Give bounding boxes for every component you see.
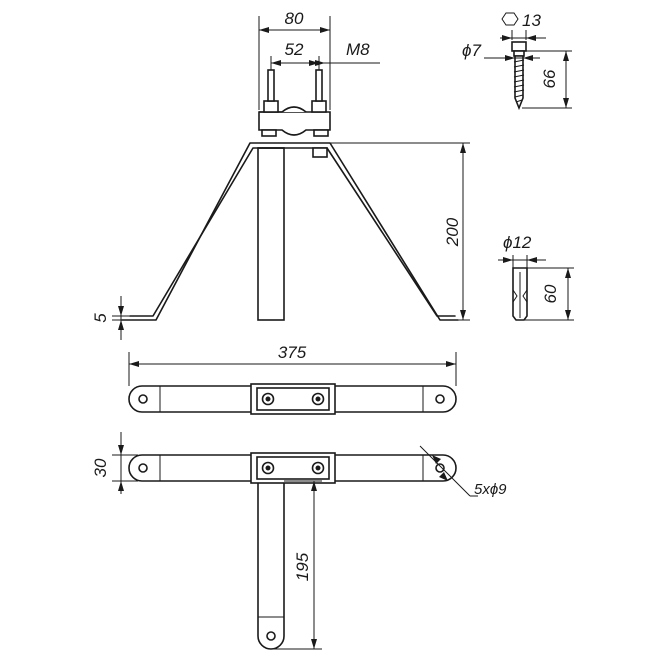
v-frame-outer bbox=[121, 142, 459, 321]
v-frame-inner bbox=[129, 147, 456, 317]
lag-diameter-label: ϕ7 bbox=[462, 41, 481, 60]
anchor-diameter-label: ϕ12 bbox=[503, 233, 532, 252]
hex-label: 13 bbox=[522, 11, 541, 30]
dim-52: 52 M8 bbox=[270, 40, 380, 70]
lag-screw-detail: 13 ϕ7 66 bbox=[462, 11, 572, 111]
u-bolt-leg bbox=[267, 69, 275, 102]
dim-80-label: 80 bbox=[285, 9, 304, 28]
screw-head bbox=[511, 41, 527, 52]
thread-label: M8 bbox=[346, 40, 370, 59]
hex-icon bbox=[501, 12, 519, 26]
mount-hole bbox=[435, 394, 445, 404]
front-elevation bbox=[121, 69, 459, 321]
plan-view-t: 30 5xϕ9 195 bbox=[91, 432, 507, 650]
anchor-detail: ϕ12 60 bbox=[498, 233, 574, 321]
holes-label: 5xϕ9 bbox=[474, 481, 507, 498]
dim-52-label: 52 bbox=[285, 40, 304, 59]
dim-5: 5 bbox=[91, 296, 130, 340]
bar-width-label: 30 bbox=[91, 458, 110, 477]
mount-hole bbox=[138, 394, 148, 404]
dim-5-label: 5 bbox=[91, 313, 110, 323]
leg-length-label: 195 bbox=[293, 552, 312, 581]
plan-view-bar: 375 bbox=[128, 343, 457, 415]
u-bolt-leg bbox=[315, 69, 323, 102]
mount-hole bbox=[266, 631, 276, 641]
lag-length-label: 66 bbox=[540, 69, 559, 88]
mast-tube bbox=[257, 147, 285, 321]
dim-200: 200 bbox=[330, 142, 470, 321]
mount-hole bbox=[138, 463, 148, 473]
dim-200-label: 200 bbox=[443, 217, 462, 247]
anchor-length-label: 60 bbox=[541, 284, 560, 303]
nut bbox=[312, 147, 328, 158]
arm-length-label: 375 bbox=[278, 343, 307, 362]
leg bbox=[257, 480, 285, 650]
nut bbox=[263, 100, 279, 113]
nut bbox=[311, 100, 327, 113]
mount-hole bbox=[435, 463, 445, 473]
